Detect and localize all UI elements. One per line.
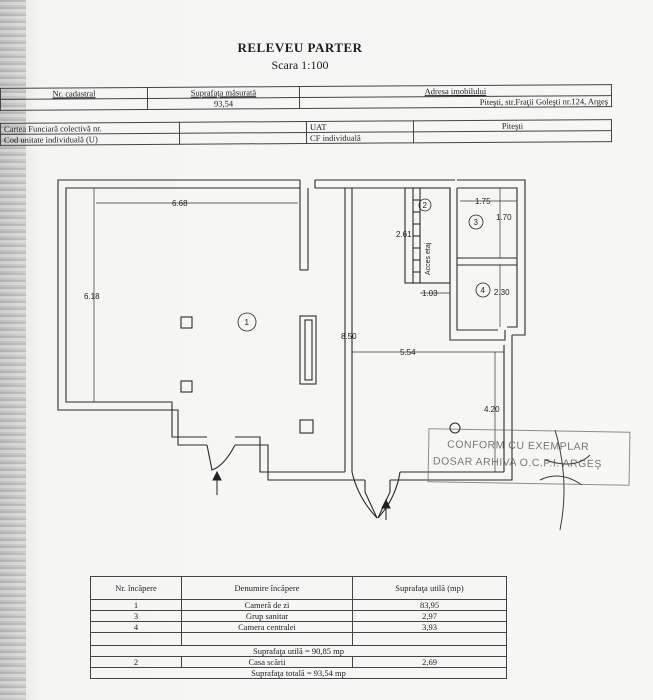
carte-funciara-table: Cartea Funciară colectivă nr. UAT Piteşt… (0, 119, 612, 146)
cadastral-info-table: Nr. cadastral Suprafaţa măsurată Adresa … (0, 84, 612, 111)
rooms-table: Nr. încăpere Denumire încăpere Suprafaţa… (90, 576, 507, 679)
document-title: RELEVEU PARTER (237, 40, 363, 55)
table-row: 3 Grup sanitar 2,97 (90, 610, 507, 622)
dim-1-70: 1.70 (496, 213, 512, 222)
nr-cadastral-value (0, 98, 148, 111)
nr-cadastral-label: Nr. cadastral (0, 87, 148, 100)
room-marker-4: 4 (481, 286, 486, 295)
dim-2-30: 2.30 (494, 288, 510, 297)
table-row: 4 Camera centralei 3,93 (90, 621, 507, 633)
room-marker-2: 2 (423, 201, 428, 210)
suprafata-utila-total: Suprafaţa utilă = 90,85 mp (90, 645, 507, 657)
signature (539, 429, 591, 531)
scan-edge-shadow (0, 0, 26, 700)
uat-label: UAT (306, 120, 414, 133)
table-row: 2 Casa scării 2,69 (90, 656, 507, 668)
room-markers (237, 198, 491, 332)
room-marker-1: 1 (245, 318, 250, 327)
dim-1-75: 1.75 (475, 197, 491, 206)
dim-2-61: 2.61 (396, 230, 412, 239)
table-row: 1 Cameră de zi 83,95 (90, 599, 507, 611)
suprafata-utila-row: Suprafaţa utilă = 90,85 mp (90, 645, 507, 657)
stamp-line-2: DOSAR ARHIVA O.C.P.I. ARGEŞ (432, 455, 602, 471)
dim-8-50: 8.50 (341, 332, 357, 341)
col-suprafata-header: Suprafaţa utilă (mp) (352, 576, 507, 600)
plan-walls (57, 179, 526, 519)
dim-6-18: 6.18 (84, 292, 100, 301)
table-row-blank (90, 632, 507, 646)
dim-6-68: 6.68 (172, 199, 188, 208)
stamp-line-1: CONFORM CU EXEMPLAR (447, 438, 590, 454)
floor-plan: 6.68 6.18 8.50 5.54 4.20 1.75 1.70 2.61 … (57, 179, 591, 531)
document-scale: Scara 1:100 (271, 58, 329, 72)
cod-unitate-value (179, 132, 307, 145)
archive-stamp: CONFORM CU EXEMPLAR DOSAR ARHIVA O.C.P.I… (427, 428, 631, 486)
dim-4-20: 4.20 (484, 405, 500, 414)
cod-unitate-label: Cod unitate individuală (U) (0, 133, 180, 146)
suprafata-totala-row: Suprafaţa totală = 93,54 mp (90, 667, 507, 679)
dimension-lines (93, 188, 517, 472)
entry-arrows (212, 470, 391, 520)
carte-funciara-value (179, 121, 307, 134)
stairs-label: Acces etaj (425, 242, 432, 275)
col-nr-header: Nr. încăpere (90, 576, 182, 600)
suprafata-totala-total: Suprafaţa totală = 93,54 mp (90, 667, 507, 679)
dim-1-03: 1.03 (422, 289, 438, 298)
room-marker-3: 3 (474, 218, 479, 227)
suprafata-value: 93,54 (147, 97, 300, 110)
cf-individuala-label: CF individuală (306, 131, 414, 144)
cf-individuala-value (413, 130, 612, 143)
dim-5-54: 5.54 (400, 348, 416, 357)
col-denumire-header: Denumire încăpere (181, 576, 353, 600)
suprafata-label: Suprafaţa măsurată (147, 86, 300, 99)
adresa-value: Piteşti, str.Fraţii Goleşti nr.124, Arge… (299, 95, 612, 109)
